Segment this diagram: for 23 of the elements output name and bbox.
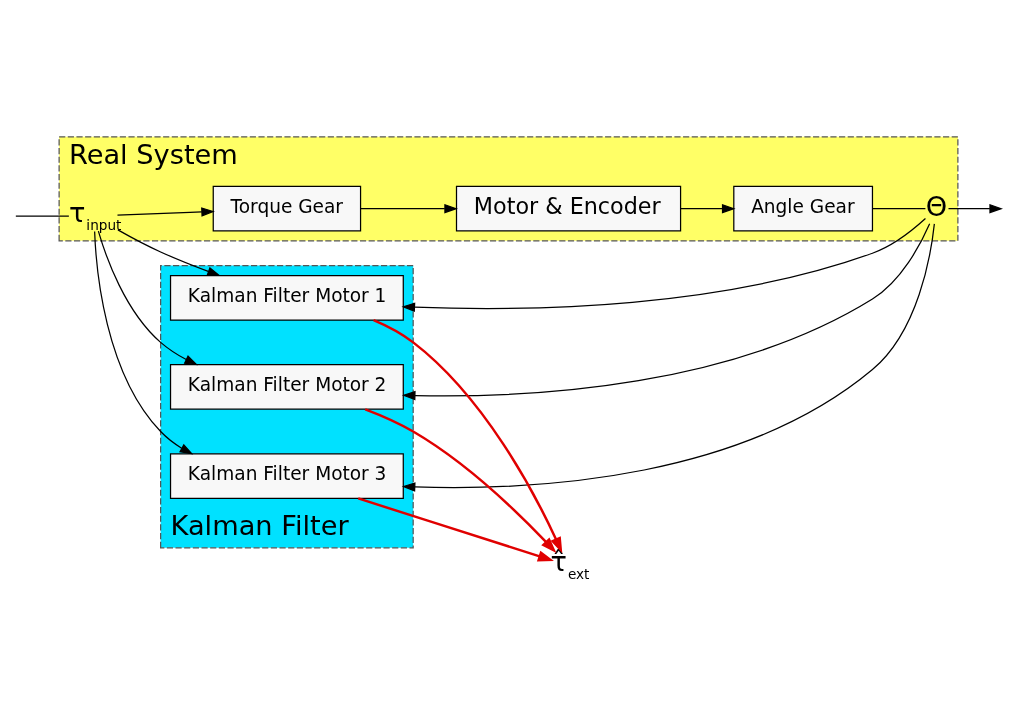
arrow — [97, 230, 199, 365]
arrow — [373, 318, 563, 553]
node-box: Angle Gear — [733, 185, 874, 232]
arrow — [364, 407, 557, 553]
node-box: Motor & Encoder — [455, 185, 682, 232]
arrow — [116, 206, 215, 217]
connector — [15, 214, 70, 217]
arrow — [360, 203, 458, 213]
connector — [872, 207, 926, 209]
arrow — [401, 222, 931, 400]
node-box: Torque Gear — [212, 185, 362, 232]
arrow — [401, 217, 927, 312]
arrow — [94, 230, 194, 455]
node-text: τ$_{input}$ — [69, 196, 122, 233]
node-box: Kalman Filter Motor 3 — [169, 452, 404, 499]
arrow — [401, 222, 935, 492]
node-text: τ̂$_{ext}$ — [550, 545, 590, 582]
node-box: Kalman Filter Motor 1 — [169, 274, 404, 321]
node-text: Θ — [925, 190, 948, 222]
node-box: Kalman Filter Motor 2 — [169, 363, 404, 410]
arrow — [357, 496, 554, 561]
arrow — [680, 203, 736, 213]
arrow — [117, 228, 221, 276]
